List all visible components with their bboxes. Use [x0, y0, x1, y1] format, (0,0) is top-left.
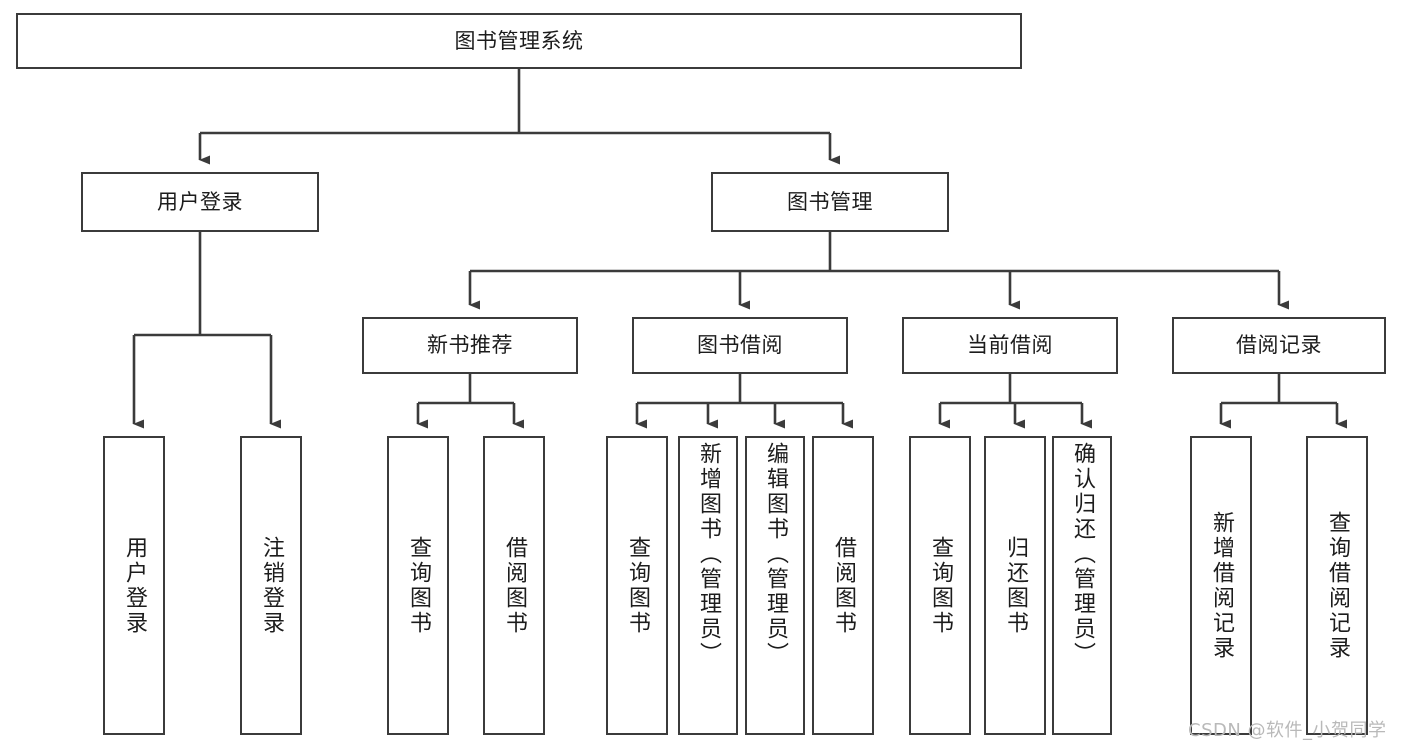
node-leaf-borrow-book-recommend-label: 借阅图书: [502, 535, 527, 636]
node-leaf-borrow-book-label: 借阅图书: [831, 535, 856, 636]
node-root-label: 图书管理系统: [454, 28, 584, 53]
node-leaf-borrow-book-recommend[interactable]: 借阅图书: [483, 436, 545, 735]
node-borrow-record-label: 借阅记录: [1236, 333, 1322, 358]
node-leaf-return-book[interactable]: 归还图书: [984, 436, 1046, 735]
node-leaf-user-login-label: 用户登录: [122, 535, 147, 636]
node-leaf-query-book-current-label: 查询图书: [928, 535, 953, 636]
node-leaf-query-record-label: 查询借阅记录: [1325, 510, 1350, 661]
node-leaf-logout[interactable]: 注销登录: [240, 436, 302, 735]
node-leaf-return-book-label: 归还图书: [1003, 535, 1028, 636]
node-root[interactable]: 图书管理系统: [16, 13, 1022, 69]
node-leaf-query-record[interactable]: 查询借阅记录: [1306, 436, 1368, 735]
node-new-book-recommend[interactable]: 新书推荐: [362, 317, 578, 374]
node-new-book-recommend-label: 新书推荐: [427, 333, 513, 358]
node-leaf-logout-label: 注销登录: [259, 535, 284, 636]
node-leaf-confirm-return[interactable]: 确认归还（管理员）: [1052, 436, 1112, 735]
node-user-login[interactable]: 用户登录: [81, 172, 319, 232]
node-current-borrow-label: 当前借阅: [967, 333, 1053, 358]
node-book-management-label: 图书管理: [787, 189, 873, 214]
node-leaf-confirm-return-label: 确认归还（管理员）: [1070, 442, 1095, 667]
node-leaf-borrow-book[interactable]: 借阅图书: [812, 436, 874, 735]
node-leaf-user-login[interactable]: 用户登录: [103, 436, 165, 735]
node-leaf-query-book-recommend-label: 查询图书: [406, 535, 431, 636]
node-leaf-add-record[interactable]: 新增借阅记录: [1190, 436, 1252, 735]
node-leaf-query-book-current[interactable]: 查询图书: [909, 436, 971, 735]
node-book-borrow-label: 图书借阅: [697, 333, 783, 358]
node-leaf-query-book-borrow[interactable]: 查询图书: [606, 436, 668, 735]
node-leaf-query-book-recommend[interactable]: 查询图书: [387, 436, 449, 735]
node-leaf-edit-book[interactable]: 编辑图书（管理员）: [745, 436, 805, 735]
node-leaf-add-record-label: 新增借阅记录: [1209, 510, 1234, 661]
node-book-borrow[interactable]: 图书借阅: [632, 317, 848, 374]
node-leaf-add-book-label: 新增图书（管理员）: [696, 442, 721, 667]
node-book-management[interactable]: 图书管理: [711, 172, 949, 232]
node-current-borrow[interactable]: 当前借阅: [902, 317, 1118, 374]
watermark-text: CSDN @软件_小贺同学: [1188, 720, 1387, 741]
node-user-login-label: 用户登录: [157, 189, 243, 214]
node-leaf-edit-book-label: 编辑图书（管理员）: [763, 442, 788, 667]
node-leaf-add-book[interactable]: 新增图书（管理员）: [678, 436, 738, 735]
node-borrow-record[interactable]: 借阅记录: [1172, 317, 1386, 374]
node-leaf-query-book-borrow-label: 查询图书: [625, 535, 650, 636]
